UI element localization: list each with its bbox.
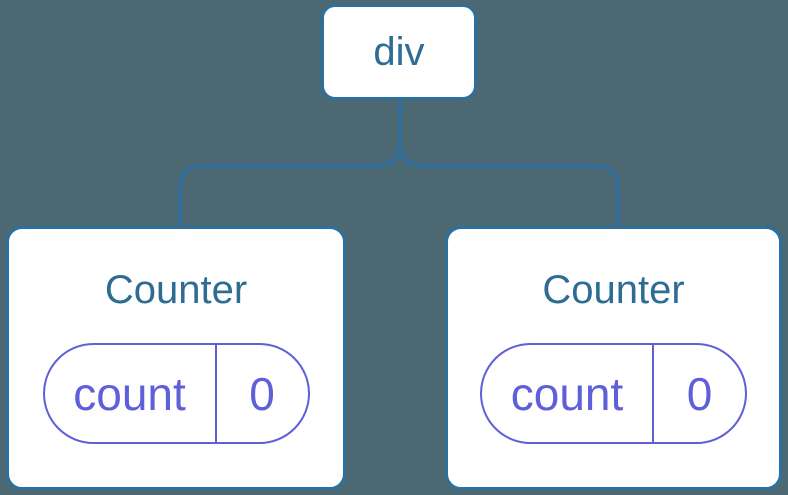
- state-value-cell: 0: [217, 345, 308, 442]
- root-node-label: div: [373, 30, 425, 74]
- state-value: 0: [249, 367, 275, 420]
- state-key: count: [73, 367, 186, 420]
- root-node-div: div: [321, 4, 477, 100]
- state-key-cell: count: [482, 345, 654, 442]
- component-name: Counter: [104, 268, 248, 312]
- connector-left-branch: [178, 99, 402, 228]
- state-pill: count 0: [42, 343, 310, 444]
- state-key: count: [510, 367, 624, 420]
- state-key-cell: count: [45, 345, 217, 442]
- component-card-counter-right: Counter count 0: [445, 226, 782, 490]
- component-name: Counter: [542, 268, 685, 312]
- state-value-cell: 0: [654, 345, 745, 442]
- component-card-counter-left: Counter count 0: [6, 226, 346, 490]
- state-pill: count 0: [480, 343, 747, 444]
- connector-right-branch: [398, 99, 620, 228]
- state-value: 0: [686, 367, 713, 420]
